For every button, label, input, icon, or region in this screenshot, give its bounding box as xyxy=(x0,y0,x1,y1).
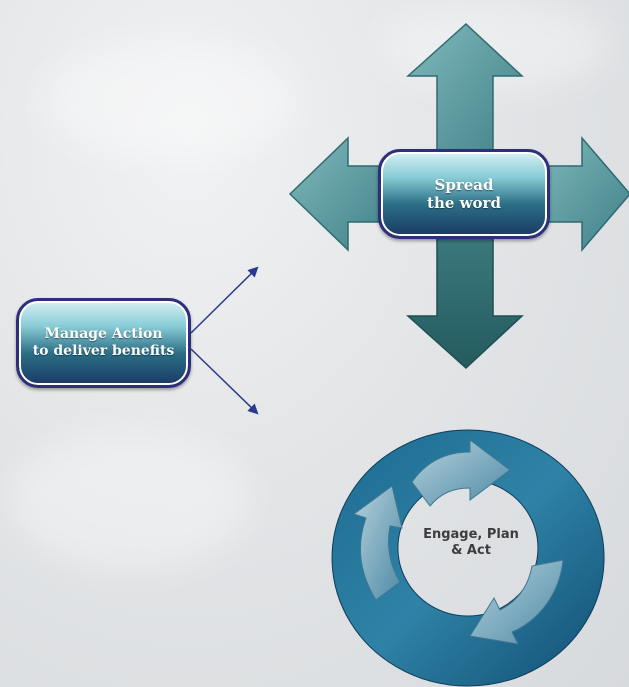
cycle-line1: Engage, Plan xyxy=(423,527,519,542)
cycle-arrow-right xyxy=(469,559,564,645)
manage-line1: Manage Action xyxy=(44,326,163,343)
cycle-arrow-top xyxy=(411,439,511,507)
engage-plan-act-label: Engage, Plan & Act xyxy=(404,527,538,560)
connector-arrow-down xyxy=(190,348,259,415)
manage-action-node: Manage Action to deliver benefits xyxy=(16,298,191,388)
manage-line2: to deliver benefits xyxy=(32,343,175,359)
cycle-ring xyxy=(331,429,605,687)
cycle-line2: & Act xyxy=(451,543,491,559)
arrow-down xyxy=(406,221,524,370)
spread-the-word-node: Spread the word xyxy=(378,149,550,239)
spread-line1: Spread xyxy=(434,176,494,194)
four-way-arrow-icon xyxy=(288,22,629,370)
spread-line2: the word xyxy=(427,194,501,212)
connector-arrow-up xyxy=(190,266,259,334)
arrow-up xyxy=(406,22,524,167)
connector-arrows xyxy=(190,266,259,415)
background-cloud xyxy=(10,430,250,570)
background-cloud xyxy=(40,40,300,160)
cycle-arrow-left xyxy=(352,485,403,601)
circular-arrows-icon xyxy=(331,429,605,687)
